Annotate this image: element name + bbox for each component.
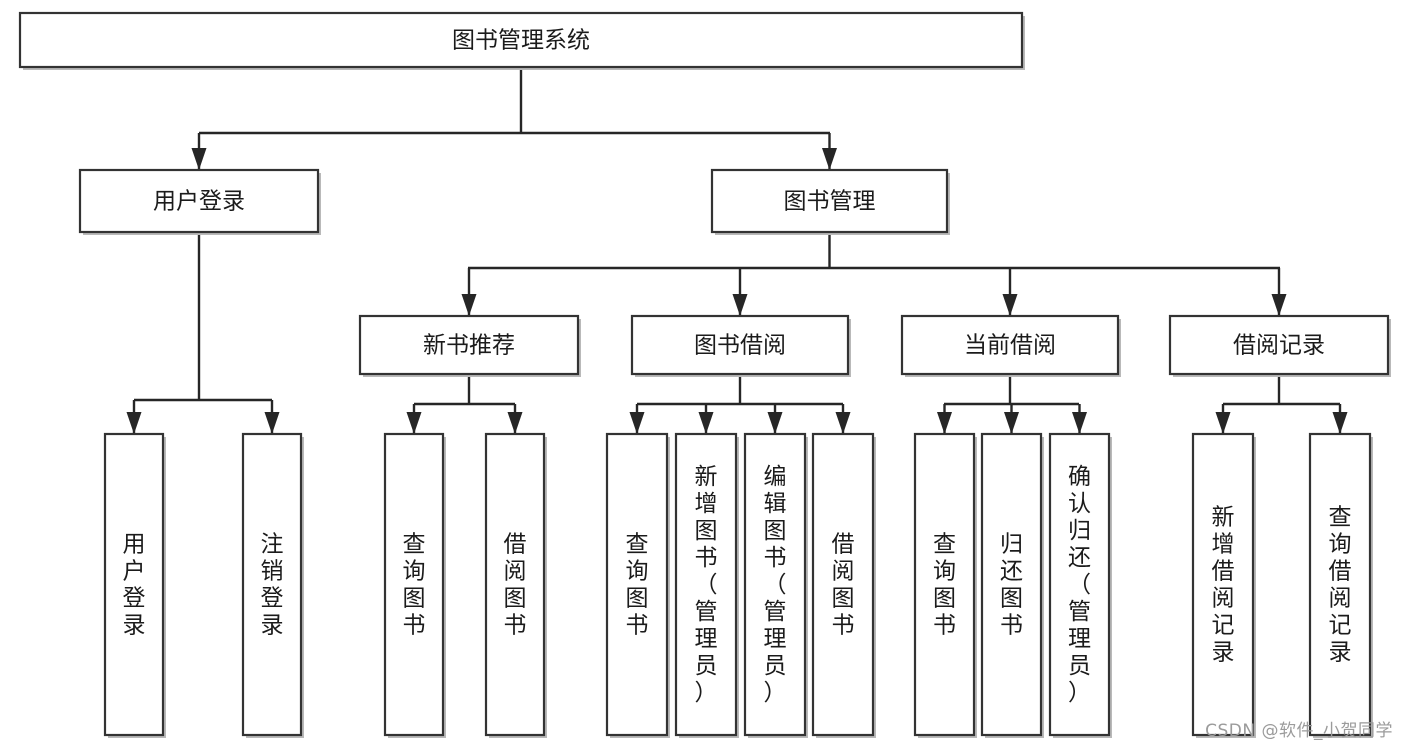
node-label: 新增图书（管理员） — [695, 464, 718, 706]
node-l-add-record[interactable]: 新增借阅记录 — [1191, 432, 1256, 738]
node-label: 图书管理系统 — [452, 28, 590, 54]
node-rect — [900, 314, 1120, 376]
node-layer: 图书管理系统用户登录图书管理新书推荐图书借阅当前借阅借阅记录用户登录注销登录查询… — [18, 11, 1391, 738]
node-l-edit-book[interactable]: 编辑图书（管理员） — [743, 432, 808, 738]
node-rect — [18, 11, 1024, 69]
node-n-current-borrow[interactable]: 当前借阅 — [900, 314, 1121, 377]
node-label: 注销登录 — [261, 532, 284, 639]
node-rect — [358, 314, 580, 376]
node-l-query-book-1[interactable]: 查询图书 — [383, 432, 446, 738]
node-l-logout-login[interactable]: 注销登录 — [241, 432, 304, 738]
node-n-book-mgmt[interactable]: 图书管理 — [710, 168, 950, 235]
node-label: 新书推荐 — [423, 333, 515, 359]
node-rect — [913, 432, 976, 737]
node-n-new-book-rec[interactable]: 新书推荐 — [358, 314, 581, 377]
node-label: 查询图书 — [626, 532, 649, 639]
node-l-return-book[interactable]: 归还图书 — [980, 432, 1044, 738]
node-l-query-record[interactable]: 查询借阅记录 — [1308, 432, 1373, 738]
node-rect — [710, 168, 949, 234]
node-l-borrow-book-1[interactable]: 借阅图书 — [484, 432, 547, 738]
node-label: 借阅图书 — [832, 532, 855, 639]
node-rect — [674, 432, 738, 737]
node-rect — [1048, 432, 1111, 737]
node-label: 用户登录 — [153, 189, 245, 215]
node-label: 图书管理 — [784, 189, 876, 215]
node-rect — [383, 432, 445, 737]
node-rect — [630, 314, 850, 376]
node-rect — [484, 432, 546, 737]
edge-layer — [126, 67, 1348, 434]
node-l-borrow-book-2[interactable]: 借阅图书 — [811, 432, 876, 738]
node-rect — [103, 432, 165, 737]
node-label: 新增借阅记录 — [1212, 505, 1235, 666]
node-rect — [1308, 432, 1372, 737]
node-label: 图书借阅 — [694, 333, 786, 359]
node-l-confirm-return[interactable]: 确认归还（管理员） — [1048, 432, 1112, 738]
node-rect — [1191, 432, 1255, 737]
node-n-book-borrow[interactable]: 图书借阅 — [630, 314, 851, 377]
node-l-add-book[interactable]: 新增图书（管理员） — [674, 432, 739, 738]
node-label: 查询图书 — [933, 532, 956, 639]
node-rect — [605, 432, 669, 737]
node-n-borrow-record[interactable]: 借阅记录 — [1168, 314, 1391, 377]
node-rect — [980, 432, 1043, 737]
node-rect — [241, 432, 303, 737]
node-label: 归还图书 — [1000, 532, 1023, 639]
node-rect — [1168, 314, 1390, 376]
node-rect — [743, 432, 807, 737]
node-rect — [78, 168, 320, 234]
node-l-query-book-2[interactable]: 查询图书 — [605, 432, 670, 738]
node-label: 编辑图书（管理员） — [764, 464, 787, 706]
node-n-user-login[interactable]: 用户登录 — [78, 168, 321, 235]
node-label: 查询借阅记录 — [1329, 505, 1352, 666]
node-rect — [811, 432, 875, 737]
node-label: 借阅图书 — [504, 532, 527, 639]
node-label: 确认归还（管理员） — [1068, 464, 1091, 706]
node-l-user-login[interactable]: 用户登录 — [103, 432, 166, 738]
node-label: 借阅记录 — [1233, 333, 1325, 359]
node-l-query-book-3[interactable]: 查询图书 — [913, 432, 977, 738]
node-root[interactable]: 图书管理系统 — [18, 11, 1025, 70]
node-label: 用户登录 — [123, 532, 146, 639]
node-label: 当前借阅 — [964, 333, 1056, 359]
node-label: 查询图书 — [403, 532, 426, 639]
